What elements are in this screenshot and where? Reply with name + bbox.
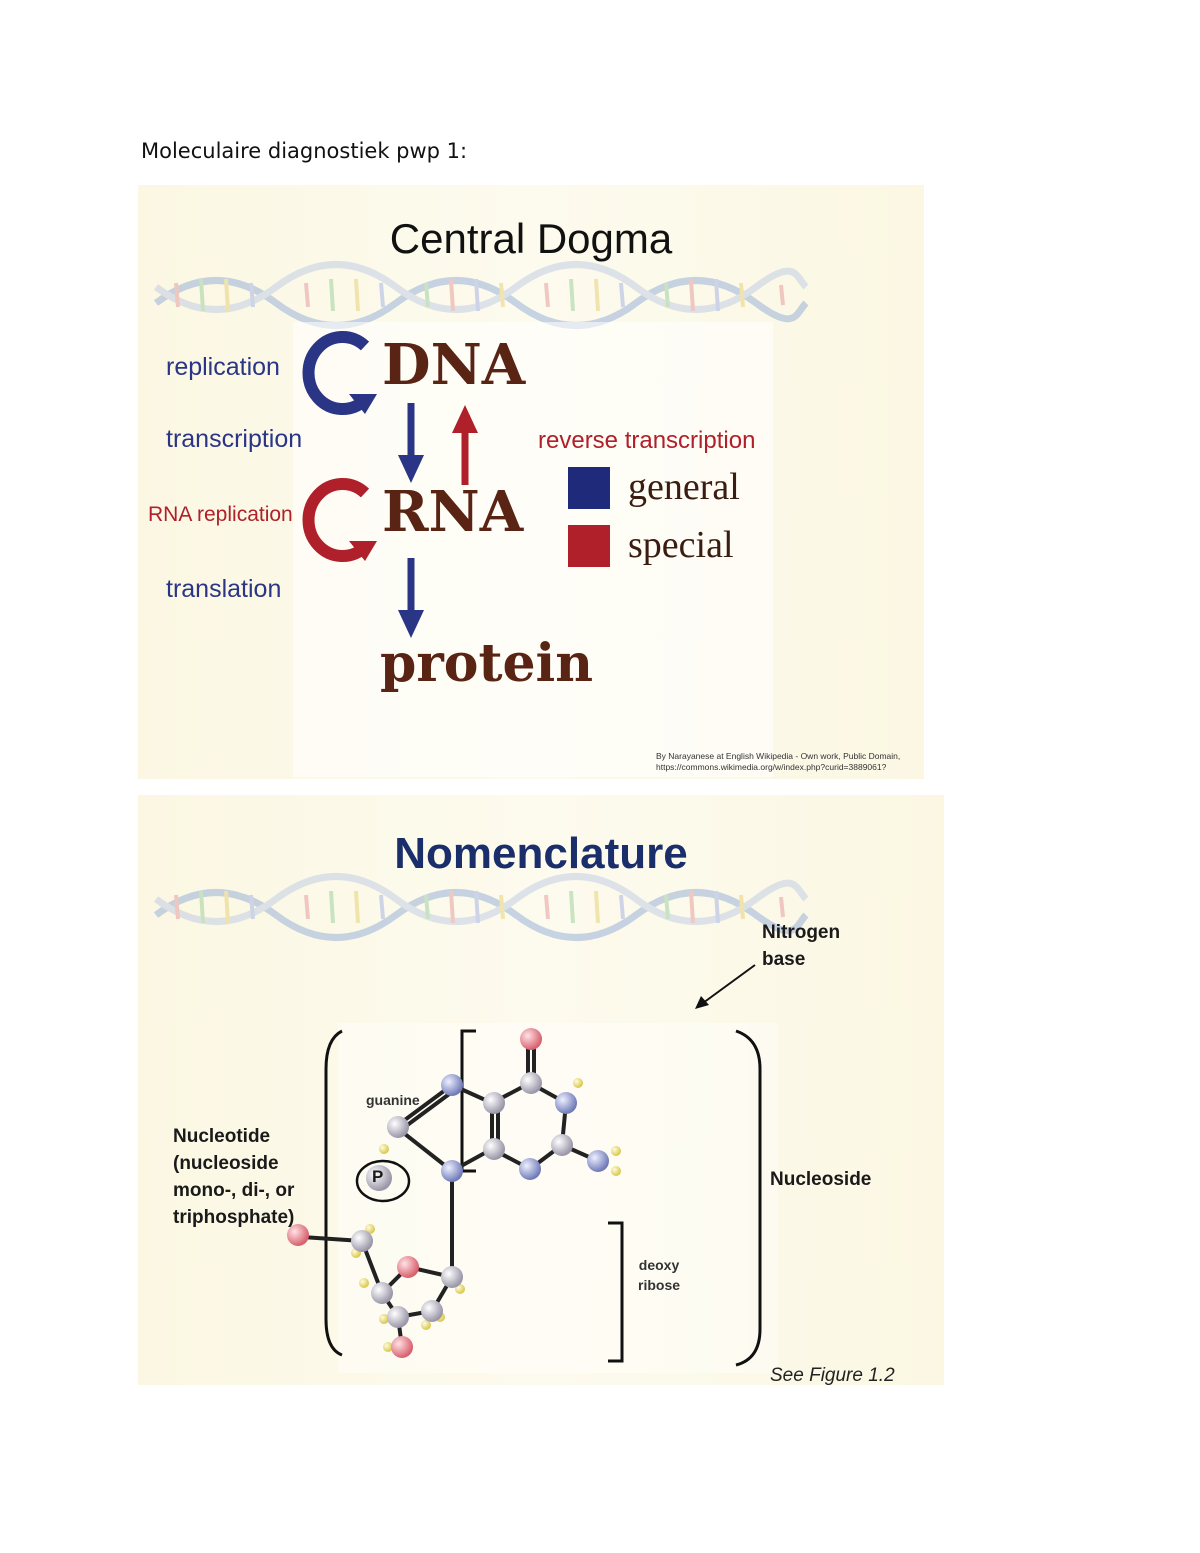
reverse-transcription-arrow-up-icon [452,405,478,485]
molecule-rna: RNA [382,479,524,545]
see-figure-caption: See Figure 1.2 [770,1365,895,1385]
phosphate-symbol: P [372,1167,384,1186]
nucleotide-ball-stick-model [287,1028,621,1358]
phosphate-icon [355,1159,411,1203]
document-heading: Moleculaire diagnostiek pwp 1: [141,139,468,163]
replication-cycle-arrow-icon [302,331,377,415]
label-transcription: transcription [166,425,303,453]
label-guanine: guanine [366,1092,420,1108]
slide-title: Nomenclature [394,829,688,878]
nucleotide-line-2: (nucleoside [173,1153,279,1174]
nucleotide-left-bracket [324,1029,343,1357]
molecule-dna: DNA [382,332,526,398]
nitrogen-base-line-1: Nitrogen [762,922,841,943]
slide-central-dogma: Central Dogma [138,185,924,779]
guanine-bracket [460,1029,476,1173]
label-rna-replication: RNA replication [148,503,293,526]
deoxy-ribose-line-2: ribose [638,1277,681,1293]
image-credit: By Narayanese at English Wikipedia - Own… [656,751,900,773]
legend-special: special [628,524,734,566]
label-nitrogen-base: Nitrogen base [762,919,840,973]
transcription-arrow-down-icon [398,403,424,483]
legend-swatch-special [568,525,610,567]
label-nucleotide: Nucleotide (nucleoside mono-, di-, or tr… [173,1123,294,1231]
dna-helix-banner [153,261,809,329]
nucleoside-right-bracket [735,1029,762,1367]
legend-swatch-general [568,467,610,509]
nucleotide-line-3: mono-, di-, or [173,1180,295,1201]
nucleotide-line-4: triphosphate) [173,1207,295,1228]
label-reverse-transcription: reverse transcription [538,427,756,454]
deoxyribose-bracket [608,1221,624,1363]
slide-nomenclature: Nomenclature [138,795,944,1385]
label-deoxy-ribose: deoxy ribose [638,1255,680,1295]
deoxy-ribose-line-1: deoxy [638,1257,680,1273]
credit-line-2: https://commons.wikimedia.org/w/index.ph… [656,762,887,772]
molecule-protein: protein [380,633,594,694]
rna-replication-cycle-arrow-icon [302,478,377,562]
dna-helix-banner [153,873,809,941]
label-translation: translation [166,575,282,603]
nitrogen-base-line-2: base [762,949,806,970]
label-nucleoside: Nucleoside [770,1169,872,1190]
legend-general: general [628,466,740,508]
slide-title: Central Dogma [389,215,673,262]
label-replication: replication [166,353,280,381]
translation-arrow-down-icon [398,558,424,638]
nucleotide-line-1: Nucleotide [173,1126,271,1147]
nitrogen-base-pointer-arrow-icon [695,964,756,1009]
credit-line-1: By Narayanese at English Wikipedia - Own… [656,751,901,761]
